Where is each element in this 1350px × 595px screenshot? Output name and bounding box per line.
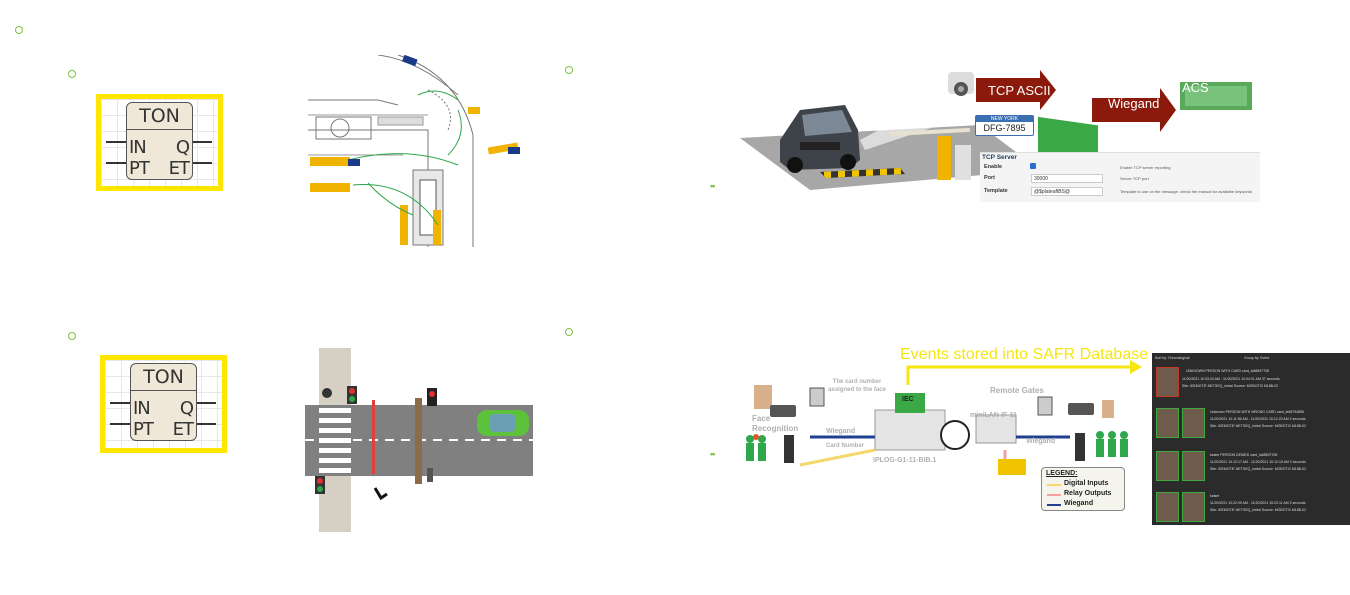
card-number-face-label: The card number assigned to the face bbox=[828, 379, 886, 393]
event-title: Unknown PERSON WITH WRONG CARD card_id#8… bbox=[1210, 410, 1304, 414]
event-face-thumbnail bbox=[1182, 451, 1205, 481]
template-description: Template to use on the message, check th… bbox=[1120, 189, 1253, 194]
event-title: kaiser PERSON DENIED card_id#8897708 bbox=[1210, 453, 1278, 457]
ton-function-block: TON IN Q PT ET bbox=[126, 102, 193, 180]
ton-wire bbox=[110, 402, 130, 404]
event-face-thumbnail bbox=[1156, 451, 1179, 481]
marker-circle bbox=[565, 66, 573, 74]
plate-number: DFG-7895 bbox=[983, 123, 1026, 133]
event-face-thumbnail bbox=[1182, 492, 1205, 522]
event-title: kaiser bbox=[1210, 494, 1220, 498]
port-label: Port bbox=[984, 175, 995, 181]
marker-circle bbox=[68, 332, 76, 340]
event-site: Site: IDEMOTIF-NETSEQ_metal Source: MOBO… bbox=[1210, 467, 1307, 471]
event-face-thumbnail bbox=[1156, 408, 1179, 438]
marker-dots: •• bbox=[710, 449, 715, 459]
wiegand-right-label: Wiegand bbox=[1026, 438, 1056, 445]
ton-port-in: IN bbox=[133, 398, 151, 419]
legend-box: LEGEND: Digital Inputs Relay Outputs Wie… bbox=[1041, 467, 1125, 511]
marker-dots: •• bbox=[710, 181, 715, 191]
event-title: UNKNOWN PERSON WITH CARD card_id#8897708 bbox=[1186, 369, 1270, 373]
enable-checkbox[interactable] bbox=[1030, 163, 1036, 169]
ton-wire bbox=[110, 423, 130, 425]
event-site: Site: IDEMOTIF-NETSEQ_metal Source: MOBO… bbox=[1182, 384, 1279, 388]
event-face-thumbnail bbox=[1156, 367, 1179, 397]
ton-function-block: TON IN Q PT ET bbox=[130, 363, 197, 441]
event-time: 11/20/2021 10:12:17 AM - 11/20/2021 10:1… bbox=[1210, 460, 1306, 464]
wiegand-left-label: Wiegand bbox=[826, 428, 856, 435]
event-time: 11/20/2021 10:22:09 AM - 11/20/2021 10:2… bbox=[1210, 501, 1306, 505]
ton-wire bbox=[196, 423, 216, 425]
tcp-server-title: TCP Server bbox=[982, 154, 1017, 161]
legend-swatch-digital bbox=[1047, 484, 1061, 486]
parking-layout-drawing bbox=[308, 55, 530, 247]
controller-board-label: ACS bbox=[1182, 80, 1209, 95]
crosswalk-drawing bbox=[305, 348, 533, 532]
tcp-parking-illustration bbox=[740, 70, 1252, 190]
events-panel: Sort by: Chronological Group by: Event U… bbox=[1152, 353, 1350, 525]
ton-port-et: ET bbox=[168, 158, 190, 179]
port-description: Server TCP port bbox=[1120, 176, 1149, 181]
ton-block-frame: TON IN Q PT ET bbox=[100, 355, 227, 453]
ton-wire bbox=[106, 162, 126, 164]
iec-label: IEC bbox=[902, 396, 914, 403]
enable-label: Enable bbox=[984, 164, 1003, 170]
ton-port-q: Q bbox=[175, 137, 190, 158]
legend-swatch-wiegand bbox=[1047, 504, 1061, 506]
marker-circle bbox=[15, 26, 23, 34]
events-sort-label[interactable]: Sort by: Chronological bbox=[1155, 356, 1190, 360]
ton-wire bbox=[196, 402, 216, 404]
port-input[interactable]: 30000 bbox=[1031, 174, 1103, 183]
minilan-label: miniLAN-IF-11 bbox=[970, 412, 1018, 419]
event-face-thumbnail bbox=[1182, 408, 1205, 438]
ton-port-pt: PT bbox=[133, 419, 154, 440]
template-label: Template bbox=[984, 188, 1008, 194]
events-group-label[interactable]: Group by: Event bbox=[1244, 356, 1270, 360]
marker-circle bbox=[565, 328, 573, 336]
ton-port-et: ET bbox=[172, 419, 194, 440]
ton-port-in: IN bbox=[129, 137, 147, 158]
ton-wire bbox=[192, 162, 212, 164]
legend-item-relay: Relay Outputs bbox=[1064, 490, 1112, 497]
event-site: Site: IDEMOTIF-NETSEQ_metal Source: MOBO… bbox=[1210, 424, 1307, 428]
ton-wire bbox=[106, 141, 126, 143]
safr-access-diagram bbox=[746, 360, 1142, 475]
legend-title: LEGEND: bbox=[1046, 470, 1078, 477]
license-plate: NEW YORK DFG-7895 bbox=[975, 115, 1034, 136]
template-input[interactable]: @$plateaftBS@ bbox=[1031, 187, 1103, 196]
ton-port-pt: PT bbox=[129, 158, 150, 179]
tcp-ascii-arrow-label: TCP ASCII bbox=[988, 83, 1051, 98]
ton-title: TON bbox=[131, 364, 196, 391]
tcp-server-panel bbox=[980, 152, 1260, 202]
enable-description: Enable TCP server reporting bbox=[1120, 165, 1171, 170]
legend-swatch-relay bbox=[1047, 494, 1061, 496]
face-recognition-label: Face Recognition bbox=[752, 414, 799, 433]
ton-block-frame: TON IN Q PT ET bbox=[96, 94, 223, 191]
marker-circle bbox=[68, 70, 76, 78]
ton-port-q: Q bbox=[179, 398, 194, 419]
card-number-label: Card Number bbox=[826, 443, 865, 449]
ton-title: TON bbox=[127, 103, 192, 130]
legend-item-digital: Digital Inputs bbox=[1064, 480, 1109, 487]
event-site: Site: IDEMOTIF-NETSEQ_metal Source: MOBO… bbox=[1210, 508, 1307, 512]
event-time: 11/20/2021 10:11:56 AM - 11/20/2021 10:1… bbox=[1210, 417, 1306, 421]
event-time: 11/20/2021 10:03:24 AM - 11/20/2021 10:0… bbox=[1182, 377, 1280, 381]
wiegand-arrow-label: Wiegand bbox=[1108, 96, 1160, 111]
iplog-device-label: IPLOG-G1-11-BIB.1 bbox=[873, 457, 937, 464]
legend-item-wiegand: Wiegand bbox=[1064, 500, 1094, 507]
ton-wire bbox=[192, 141, 212, 143]
plate-state: NEW YORK bbox=[976, 116, 1033, 122]
remote-gates-label: Remote Gates bbox=[990, 386, 1044, 395]
event-face-thumbnail bbox=[1156, 492, 1179, 522]
events-stored-title: Events stored into SAFR Database bbox=[900, 346, 1149, 363]
